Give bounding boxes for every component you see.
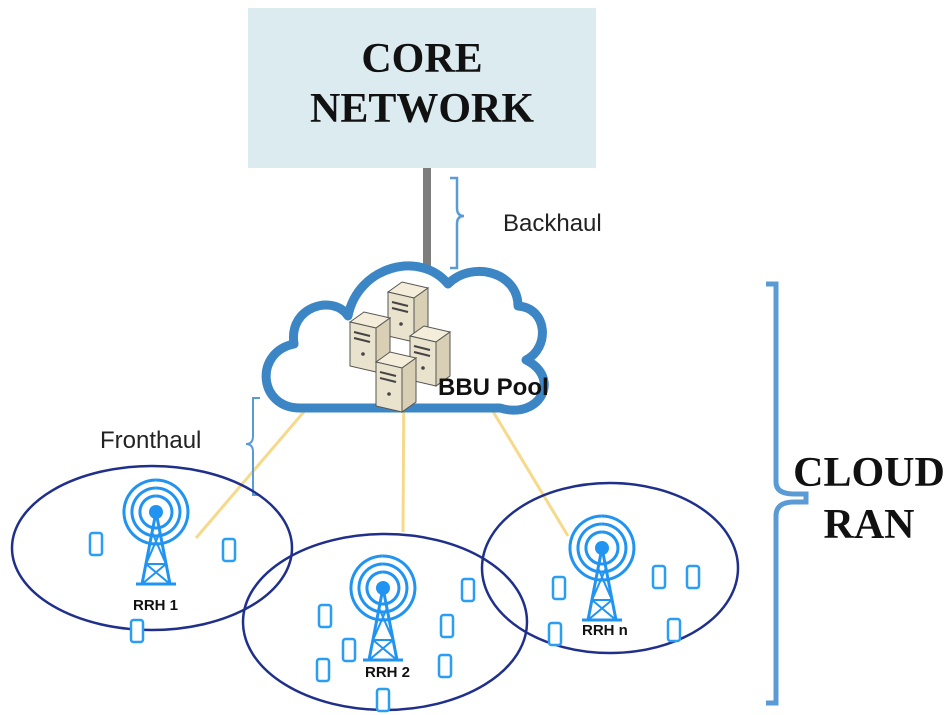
- antenna-tower-icon: [122, 478, 190, 586]
- mobile-device-icon: [221, 537, 237, 563]
- rrh1-label: RRH 1: [133, 597, 179, 614]
- antenna-tower-icon: [568, 514, 636, 622]
- mobile-device-icon: [317, 603, 333, 629]
- mobile-device-icon: [375, 687, 391, 713]
- mobile-device-icon: [341, 637, 357, 663]
- cloud-ran-line2: RAN: [823, 502, 915, 548]
- backhaul-brace-icon: [450, 176, 465, 270]
- mobile-device-icon: [551, 575, 567, 601]
- cloud-ran-brace-icon: [766, 281, 809, 706]
- bbu-pool-label: BBU Pool: [438, 374, 549, 401]
- core-network-line1: CORE: [361, 36, 483, 82]
- mobile-device-icon: [437, 653, 453, 679]
- cloud-ran-line1: CLOUD: [793, 450, 945, 496]
- cloud-ran-label: CLOUD RAN: [784, 447, 951, 551]
- backhaul-label: Backhaul: [503, 210, 602, 237]
- backhaul-link: [423, 168, 431, 292]
- rrh2-label: RRH 2: [365, 664, 411, 681]
- server-icon: [375, 351, 417, 413]
- mobile-device-icon: [460, 577, 476, 603]
- mobile-device-icon: [129, 618, 145, 644]
- mobile-device-icon: [315, 657, 331, 683]
- core-network-line2: NETWORK: [309, 86, 535, 132]
- fronthaul-label: Fronthaul: [100, 427, 202, 454]
- mobile-device-icon: [651, 564, 667, 590]
- core-network-title: CORE NETWORK: [248, 34, 596, 134]
- mobile-device-icon: [666, 617, 682, 643]
- core-network-box: [248, 8, 596, 168]
- fronthaul-brace-icon: [245, 397, 260, 496]
- mobile-device-icon: [439, 613, 455, 639]
- mobile-device-icon: [547, 621, 563, 647]
- mobile-device-icon: [685, 564, 701, 590]
- mobile-device-icon: [88, 531, 104, 557]
- cell-rrh1: [10, 464, 294, 632]
- cell-rrhn: [480, 481, 740, 655]
- rrhn-label: RRH n: [582, 622, 628, 639]
- antenna-tower-icon: [349, 554, 417, 662]
